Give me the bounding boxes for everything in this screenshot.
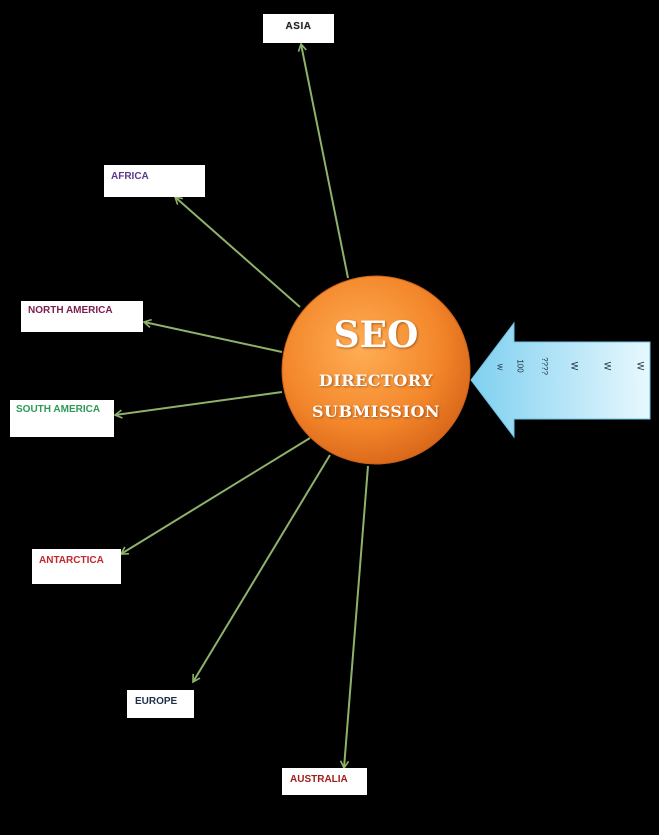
connector-north-america [142, 318, 283, 353]
node-asia: ASIA [263, 14, 334, 43]
connector-south-america [113, 391, 283, 419]
directory-label: DIRECTORY [318, 371, 434, 390]
node-australia: AUSTRALIA [282, 768, 367, 795]
node-label-antarctica: ANTARCTICA [39, 555, 104, 566]
connector-europe [192, 454, 331, 684]
input-arrow [470, 321, 651, 439]
node-label-south-america: SOUTH AMERICA [16, 404, 101, 415]
arrow-letter: ???? [539, 357, 549, 375]
connector-asia [297, 42, 349, 279]
node-north-america: NORTH AMERICA [21, 301, 143, 332]
submission-label: SUBMISSION [311, 402, 441, 421]
arrow-letter: W [635, 361, 646, 371]
arrow-letter: W [602, 361, 613, 371]
connector-antarctica [119, 437, 311, 555]
arrow-letter: W [569, 361, 580, 371]
arrow-letter: 100 [515, 359, 525, 373]
node-label-asia: ASIA [285, 21, 312, 32]
connector-africa [173, 195, 301, 308]
node-south-america: SOUTH AMERICA [10, 400, 114, 437]
node-africa: AFRICA [104, 165, 205, 197]
connector-lines [113, 42, 369, 770]
node-europe: EUROPE [127, 690, 194, 718]
node-label-africa: AFRICA [111, 171, 149, 182]
node-label-north-america: NORTH AMERICA [28, 305, 113, 316]
arrow-letter: W [495, 363, 503, 371]
connector-australia [339, 465, 369, 770]
node-label-australia: AUSTRALIA [290, 774, 348, 785]
node-antarctica: ANTARCTICA [32, 549, 121, 584]
seo-title: SEO [333, 314, 419, 356]
seo-hub-circle [281, 275, 471, 465]
node-label-europe: EUROPE [135, 696, 178, 707]
